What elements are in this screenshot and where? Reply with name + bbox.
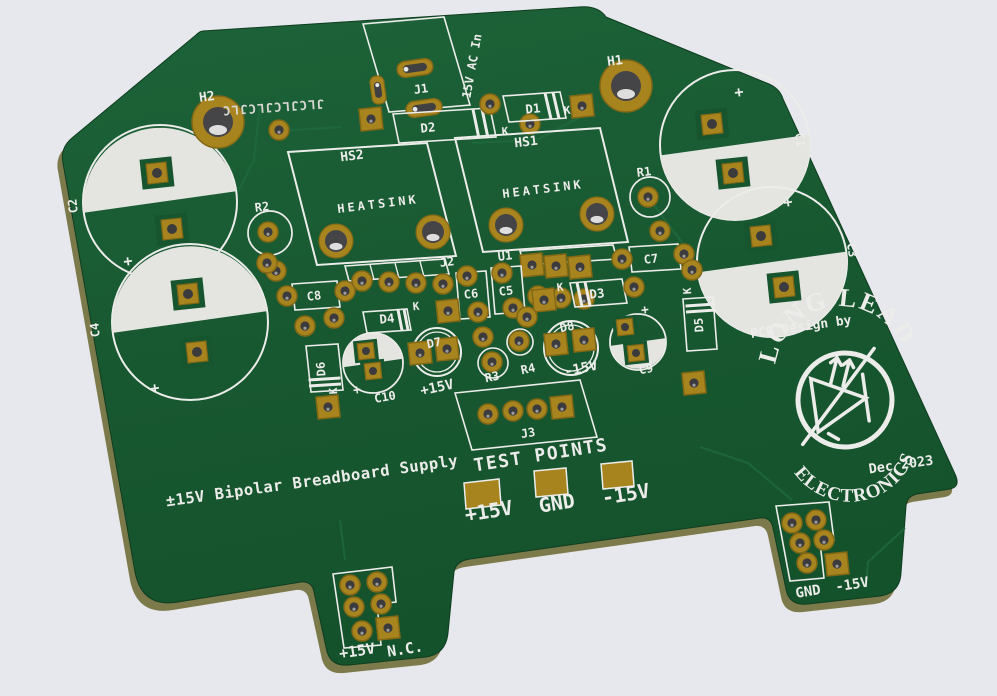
test-point-label-gnd: GND (537, 488, 576, 517)
ref-c2: C2 (65, 198, 80, 214)
test-pads (463, 460, 635, 510)
cathode-mark-d1: K (563, 104, 571, 118)
heatsink-hs1 (453, 126, 630, 254)
resistor-r3 (472, 326, 509, 379)
resistor-r4 (506, 306, 538, 356)
ref-c6: C6 (463, 286, 479, 302)
ref-d8: D8 (558, 319, 575, 336)
ref-d4: D4 (379, 310, 396, 326)
connector-bottom-left (332, 566, 401, 649)
ref-j1: J1 (413, 81, 429, 97)
ref-hs1: HS1 (513, 134, 538, 152)
led-d8 (543, 320, 599, 376)
ref-hs2: HS2 (339, 148, 364, 166)
plus-mark-c3: + (782, 192, 793, 211)
diode-d3 (531, 276, 645, 313)
ref-r1: R1 (636, 164, 652, 180)
conn-right-label-gnd: GND (794, 582, 821, 602)
cathode-mark-d3: K (556, 281, 565, 295)
test-pad-gnd (533, 467, 569, 498)
ref-d6: D6 (314, 361, 329, 376)
heatsink-hs2 (286, 141, 458, 267)
ref-h2: H2 (198, 89, 216, 106)
capacitor-c8 (276, 280, 356, 311)
cathode-mark-d6: K (327, 387, 340, 395)
conn-left-label-plus15: +15V (338, 639, 376, 662)
capacitor-c9 (609, 313, 667, 371)
ref-h1: H1 (606, 53, 624, 70)
diode-d1 (479, 91, 595, 123)
diode-d5 (681, 259, 718, 396)
ref-r3: R3 (483, 369, 500, 386)
capacitor-c10 (342, 332, 404, 394)
ref-c10: C10 (373, 388, 397, 406)
diode-d4 (323, 298, 461, 334)
conn-right-label-minus15: -15V (834, 574, 870, 595)
logo-ring (795, 350, 895, 450)
ref-u1: U1 (497, 248, 513, 264)
resistor-r1 (629, 176, 671, 242)
test-pad-plus15 (463, 478, 502, 510)
ref-c3: C3 (844, 242, 860, 258)
diode-d2 (268, 106, 541, 144)
connector-j3 (453, 379, 599, 451)
led-d7 (407, 327, 462, 377)
cathode-mark-d2: K (501, 125, 509, 139)
ref-r4: R4 (519, 361, 536, 378)
connector-j2 (343, 258, 454, 295)
ref-d1: D1 (525, 100, 542, 116)
plus-mark-c4: + (149, 378, 160, 397)
ref-c9: C9 (638, 361, 655, 377)
connector-bottom-right (775, 501, 850, 582)
ref-c1: C1 (792, 132, 808, 148)
ref-d7: D7 (425, 335, 442, 352)
plus-mark-c2: + (122, 251, 133, 270)
via-pad (256, 252, 278, 274)
ref-j3: J3 (520, 425, 536, 441)
plus-mark-c1: + (733, 82, 744, 101)
ref-d3: D3 (589, 285, 606, 301)
capacitor-c7 (611, 243, 695, 273)
test-pad-minus15 (600, 460, 635, 490)
net-label-minus15: -15V (563, 358, 600, 381)
ref-c5: C5 (498, 283, 514, 299)
plus-mark-c10: + (352, 382, 362, 398)
ref-c8: C8 (306, 288, 322, 304)
capacitor-c4 (111, 243, 269, 401)
net-label-plus15: +15V (419, 377, 456, 400)
led-symbol-icon (801, 346, 876, 447)
capacitor-c1 (659, 69, 811, 221)
ref-d5: D5 (692, 317, 707, 332)
connector-j1 (361, 16, 472, 119)
ref-c4: C4 (87, 322, 102, 338)
cathode-mark-d5: K (681, 287, 694, 295)
ref-d2: D2 (420, 119, 437, 135)
fab-mark: JLCJLCJLCJLC (221, 96, 324, 118)
ref-c7: C7 (643, 251, 659, 267)
plus-mark-c9: + (640, 302, 650, 318)
ref-j2: J2 (439, 254, 455, 270)
ref-r2: R2 (254, 199, 270, 215)
diode-d6 (294, 315, 344, 420)
cathode-mark-d4: K (412, 300, 420, 314)
conn-left-label-nc: N.C. (386, 637, 424, 660)
